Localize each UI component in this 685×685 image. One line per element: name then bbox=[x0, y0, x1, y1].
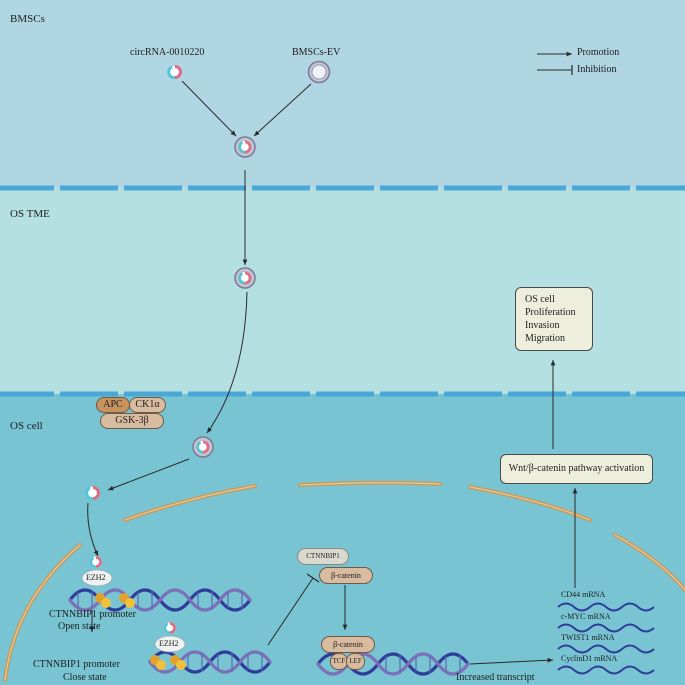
beta-catenin-protein: β-catenin bbox=[319, 567, 373, 584]
ctnnbip1-protein: CTNNBIP1 bbox=[297, 548, 349, 565]
pathway-activation-label: Wnt/β-catenin pathway activation bbox=[508, 463, 645, 474]
circrna-icon bbox=[163, 622, 176, 634]
flow-arrow bbox=[181, 80, 237, 137]
ev-circrna-icon bbox=[234, 267, 256, 289]
promotion-legend-label: Promotion bbox=[577, 47, 620, 58]
ezh2-label: EZH2 bbox=[159, 639, 179, 648]
promoter-open-title: CTNNBIP1 promoter bbox=[49, 609, 136, 620]
promoter-close-title: CTNNBIP1 promoter bbox=[33, 659, 120, 670]
mrna-wave-icon bbox=[557, 602, 655, 675]
ezh2-protein bbox=[154, 635, 186, 653]
mrna-label: c-MYC mRNA bbox=[561, 612, 611, 621]
increased-transcript-label: Increased transcript bbox=[456, 672, 535, 683]
ev-circrna-icon bbox=[234, 136, 256, 158]
flow-arrow bbox=[469, 657, 554, 665]
flow-arrow bbox=[107, 458, 190, 491]
mrna-label: TWIST1 mRNA bbox=[561, 633, 615, 642]
outcome-item: Migration bbox=[525, 333, 565, 344]
circrna-icon bbox=[89, 556, 102, 568]
flow-arrow bbox=[87, 502, 99, 557]
promoter-open-state-text: Open state bbox=[58, 621, 101, 632]
dna-helix-icon bbox=[148, 650, 272, 674]
inhibition-legend-label: Inhibition bbox=[577, 64, 617, 75]
lef-protein: LEF bbox=[346, 653, 365, 670]
outcome-item: Proliferation bbox=[525, 307, 576, 318]
nucleosome-icon bbox=[150, 655, 186, 670]
mrna-label: CyclinD1 mRNA bbox=[561, 654, 618, 663]
nucleosome-icon bbox=[95, 593, 135, 608]
ck1a-protein: CK1α bbox=[129, 397, 166, 413]
promoter-close-state: Close state bbox=[63, 672, 107, 683]
bmscs-region bbox=[0, 0, 685, 188]
gsk3b-protein: GSK-3β bbox=[100, 413, 164, 429]
ev-label: BMSCs-EV bbox=[292, 47, 341, 58]
ezh2-label: EZH2 bbox=[86, 573, 106, 582]
pathway-activation-box: Wnt/β-catenin pathway activation bbox=[500, 454, 653, 484]
inhibition-line bbox=[267, 577, 314, 646]
os-tme-region-label: OS TME bbox=[10, 208, 50, 220]
beta-catenin-protein: β-catenin bbox=[321, 636, 375, 653]
outcome-item: Invasion bbox=[525, 320, 560, 331]
outcomes-box: OS cell Proliferation Invasion Migration bbox=[515, 287, 593, 351]
circrna-icon bbox=[167, 65, 182, 80]
circrna-label: circRNA-0010220 bbox=[130, 47, 205, 58]
ev-circrna-icon bbox=[192, 436, 214, 458]
circrna-icon bbox=[85, 486, 100, 501]
ev-icon bbox=[307, 60, 331, 84]
ezh2-protein bbox=[81, 569, 113, 587]
flow-arrow bbox=[206, 291, 248, 434]
flow-arrow bbox=[253, 83, 312, 137]
mrna-label: CD44 mRNA bbox=[561, 590, 606, 599]
bmscs-region-label: BMSCs bbox=[10, 13, 45, 25]
apc-protein: APC bbox=[96, 397, 130, 413]
os-cell-region-label: OS cell bbox=[10, 420, 43, 432]
outcome-item: OS cell bbox=[525, 294, 555, 305]
